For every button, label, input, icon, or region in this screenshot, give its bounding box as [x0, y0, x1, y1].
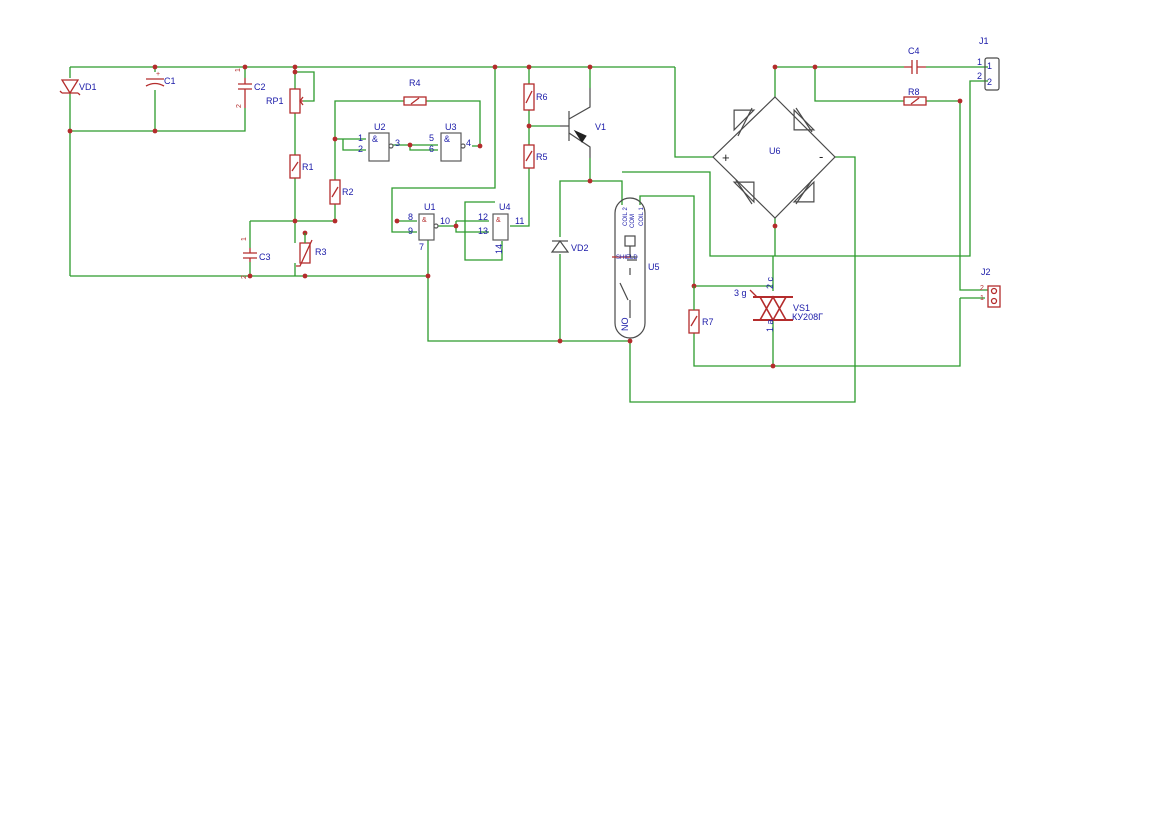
connector-j1: J1 1 2 1 2 [977, 36, 1000, 91]
svg-text:1 a: 1 a [765, 319, 775, 332]
svg-text:3 g: 3 g [734, 288, 747, 298]
svg-text:9: 9 [408, 226, 413, 236]
resistor-r4: R4 [403, 78, 427, 106]
rp1-label: RP1 [266, 96, 284, 106]
svg-text:14: 14 [494, 244, 504, 254]
u4-label: U4 [499, 202, 511, 212]
u5-label: U5 [648, 262, 660, 272]
r8-label: R8 [908, 87, 920, 97]
svg-text:1: 1 [980, 295, 984, 302]
junction-dots [67, 64, 963, 369]
c2-label: C2 [254, 82, 266, 92]
svg-text:2: 2 [241, 275, 248, 279]
svg-text:SHIELD: SHIELD [616, 255, 638, 261]
r6-label: R6 [536, 92, 548, 102]
svg-text:10: 10 [440, 216, 450, 226]
svg-text:8: 8 [408, 212, 413, 222]
svg-text:11: 11 [515, 216, 524, 226]
svg-text:13: 13 [478, 226, 488, 236]
capacitor-c3: C3 1 2 [241, 237, 271, 279]
svg-text:COIL 1: COIL 1 [639, 207, 645, 226]
gate-u3: & U3 5 6 4 [429, 122, 471, 162]
u1-label: U1 [424, 202, 436, 212]
capacitor-c4: C4 [904, 46, 926, 74]
resistor-r6: R6 [523, 83, 548, 111]
relay-u5: COIL 2 COM COIL 1 SHIELD NO U5 [612, 197, 660, 339]
v1-label: V1 [595, 122, 606, 132]
c4-label: C4 [908, 46, 920, 56]
resistor-r2: R2 [329, 179, 354, 205]
svg-text:NO: NO [620, 318, 630, 332]
c3-label: C3 [259, 252, 271, 262]
r7-label: R7 [702, 317, 714, 327]
svg-text:4: 4 [466, 138, 471, 148]
zener-diode-vd1: VD1 [59, 79, 97, 96]
gate-u4: & U4 12 13 11 14 [478, 202, 524, 254]
svg-text:2: 2 [980, 285, 984, 292]
resistor-r8: R8 [903, 87, 927, 106]
svg-text:COM: COM [630, 214, 636, 228]
u3-label: U3 [445, 122, 457, 132]
svg-text:2 c: 2 c [765, 276, 775, 289]
gate-u2: & U2 1 2 3 [358, 122, 400, 162]
svg-text:6: 6 [429, 144, 434, 154]
svg-text:&: & [422, 217, 427, 224]
svg-text:-: - [819, 149, 823, 164]
svg-text:&: & [444, 134, 450, 144]
svg-text:3: 3 [395, 138, 400, 148]
u2-label: U2 [374, 122, 386, 132]
diode-vd2: VD2 [550, 239, 589, 253]
resistor-r5: R5 [523, 144, 548, 169]
svg-text:1: 1 [235, 68, 242, 72]
svg-text:2: 2 [358, 144, 363, 154]
svg-text:+: + [722, 150, 730, 165]
svg-text:COIL 2: COIL 2 [623, 207, 629, 226]
resistor-r7: R7 [688, 286, 714, 334]
potentiometer-rp1: RP1 [266, 88, 304, 114]
svg-text:&: & [372, 134, 378, 144]
r5-label: R5 [536, 152, 548, 162]
thermistor-r3: R3 [296, 233, 327, 267]
connector-j2: J2 2 1 [980, 267, 1001, 308]
capacitor-c2: C2 1 2 [235, 68, 266, 108]
svg-text:2: 2 [987, 77, 992, 87]
svg-text:&: & [496, 217, 501, 224]
capacitor-c1: + C1 [145, 71, 176, 87]
svg-text:2: 2 [236, 104, 243, 108]
r1-label: R1 [302, 162, 314, 172]
r4-label: R4 [409, 78, 421, 88]
r2-label: R2 [342, 187, 354, 197]
svg-text:1: 1 [358, 133, 363, 143]
vd1-label: VD1 [79, 82, 97, 92]
vs1-label: VS1 [793, 303, 810, 313]
svg-text:1: 1 [977, 57, 982, 67]
diode-bridge-u6: + - U6 [712, 96, 836, 219]
svg-text:12: 12 [478, 212, 488, 222]
gate-u1: & U1 8 9 10 7 [408, 202, 450, 252]
j1-label: J1 [979, 36, 989, 46]
svg-text:7: 7 [419, 242, 424, 252]
c1-label: C1 [164, 76, 176, 86]
svg-text:2: 2 [977, 71, 982, 81]
svg-text:1: 1 [241, 237, 248, 241]
resistor-r1: R1 [289, 154, 314, 179]
svg-text:+: + [156, 71, 160, 78]
svg-text:1: 1 [987, 61, 992, 71]
j2-label: J2 [981, 267, 991, 277]
vs1-value: КУ208Г [792, 312, 823, 322]
svg-text:5: 5 [429, 133, 434, 143]
transistor-v1: V1 [560, 88, 606, 158]
triac-vs1: 3 g 2 c 1 a VS1 КУ208Г [734, 276, 823, 332]
wires [69, 66, 988, 403]
u6-label: U6 [769, 146, 781, 156]
r3-label: R3 [315, 247, 327, 257]
vd2-label: VD2 [571, 243, 589, 253]
